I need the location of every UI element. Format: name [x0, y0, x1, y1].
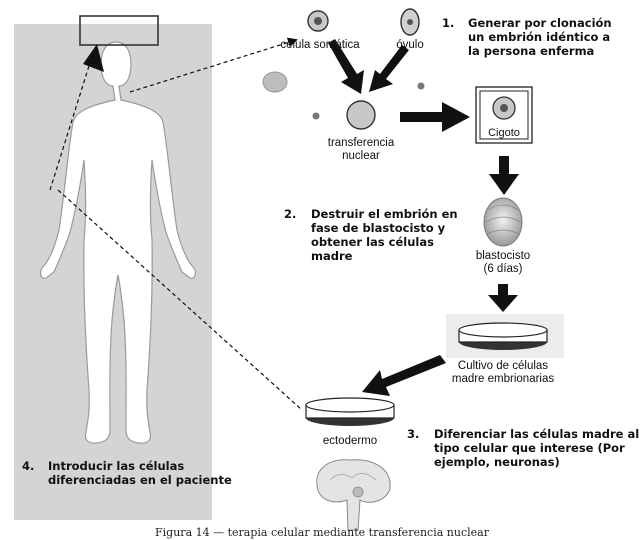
ectoderm-dish: [305, 397, 395, 426]
step-4-text: Introducir las células diferenciadas en …: [48, 459, 232, 487]
arrow-zygote-to-blastocyst: [489, 156, 519, 195]
label-ovum: óvulo: [396, 39, 424, 51]
label-blastocyst-2: (6 días): [483, 263, 523, 275]
arrow-ovum-to-transfer: [369, 45, 409, 92]
step-3-text: Diferenciar las células madre al tipo ce…: [434, 427, 640, 469]
arrow-culture-to-ectoderm: [362, 355, 446, 396]
nuclear-transfer-cell: [346, 100, 376, 130]
step-2-number: 2.: [284, 207, 297, 221]
dashed-link-somatic: [129, 37, 298, 93]
ovum-cell: [400, 8, 420, 36]
step-2-text: Destruir el embrión en fase de blastocis…: [311, 207, 458, 263]
brain-figure: [316, 459, 391, 531]
arrow-blastocyst-to-culture: [488, 284, 518, 312]
dashed-link-ectoderm: [57, 189, 303, 411]
label-blastocyst-1: blastocisto: [475, 250, 531, 262]
figure-caption: Figura 14 — terapia celular mediante tra…: [155, 526, 489, 539]
label-ectoderm: ectodermo: [322, 435, 378, 447]
step-3-number: 3.: [407, 427, 420, 441]
blastocyst: [483, 197, 523, 247]
dashed-link-to-head: [49, 49, 95, 191]
small-nucleus-right: [417, 82, 425, 90]
step-4-number: 4.: [22, 459, 35, 473]
step-1-number: 1.: [442, 16, 455, 30]
label-nuclear-transfer-1: transferencia: [327, 137, 395, 149]
head-pointer-arrowhead: [83, 44, 104, 72]
step-1-text: Generar por clonación un embrión idéntic…: [468, 16, 612, 58]
patient-figure: [40, 41, 196, 444]
label-nuclear-transfer-2: nuclear: [342, 150, 380, 162]
label-somatic-cell: célula somática: [280, 39, 360, 51]
label-culture-2: madre embrionarias: [451, 373, 555, 385]
label-zygote: Cigoto: [488, 127, 520, 139]
small-nucleus-left: [312, 112, 320, 120]
enucleated-cell: [262, 71, 288, 93]
somatic-cell: [307, 10, 329, 32]
arrow-transfer-to-zygote: [400, 102, 470, 132]
label-culture-1: Cultivo de células: [457, 360, 549, 372]
arrow-somatic-to-transfer: [328, 39, 364, 94]
zygote-box: [475, 86, 533, 144]
head-highlight-box: [79, 15, 159, 46]
culture-dish: [446, 314, 564, 358]
